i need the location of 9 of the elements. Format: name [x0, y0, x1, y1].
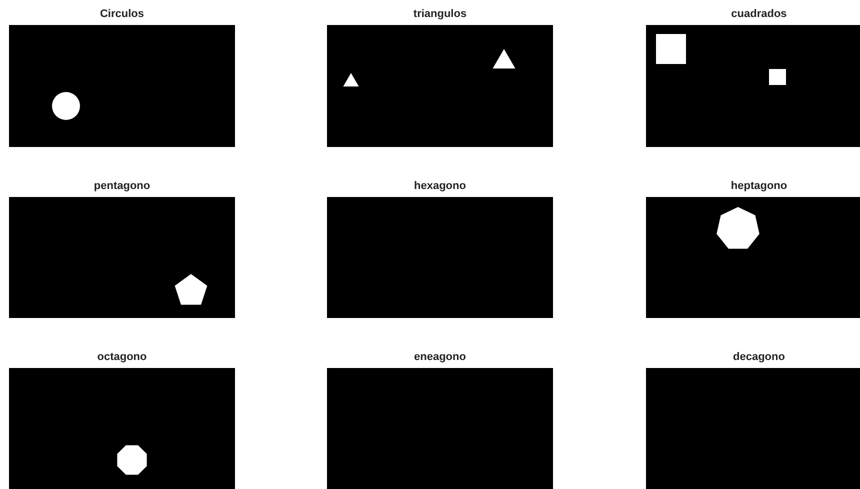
- panel-title: Circulos: [98, 7, 145, 21]
- panel-title: eneagono: [413, 350, 467, 364]
- panel-title: cuadrados: [730, 7, 788, 21]
- panel-title: hexagono: [413, 179, 467, 193]
- panel-title: octagono: [96, 350, 148, 364]
- panel-title: pentagono: [92, 179, 152, 193]
- panel-title: decagono: [732, 350, 786, 364]
- panel-title: triangulos: [412, 7, 468, 21]
- panel-title: heptagono: [730, 179, 788, 193]
